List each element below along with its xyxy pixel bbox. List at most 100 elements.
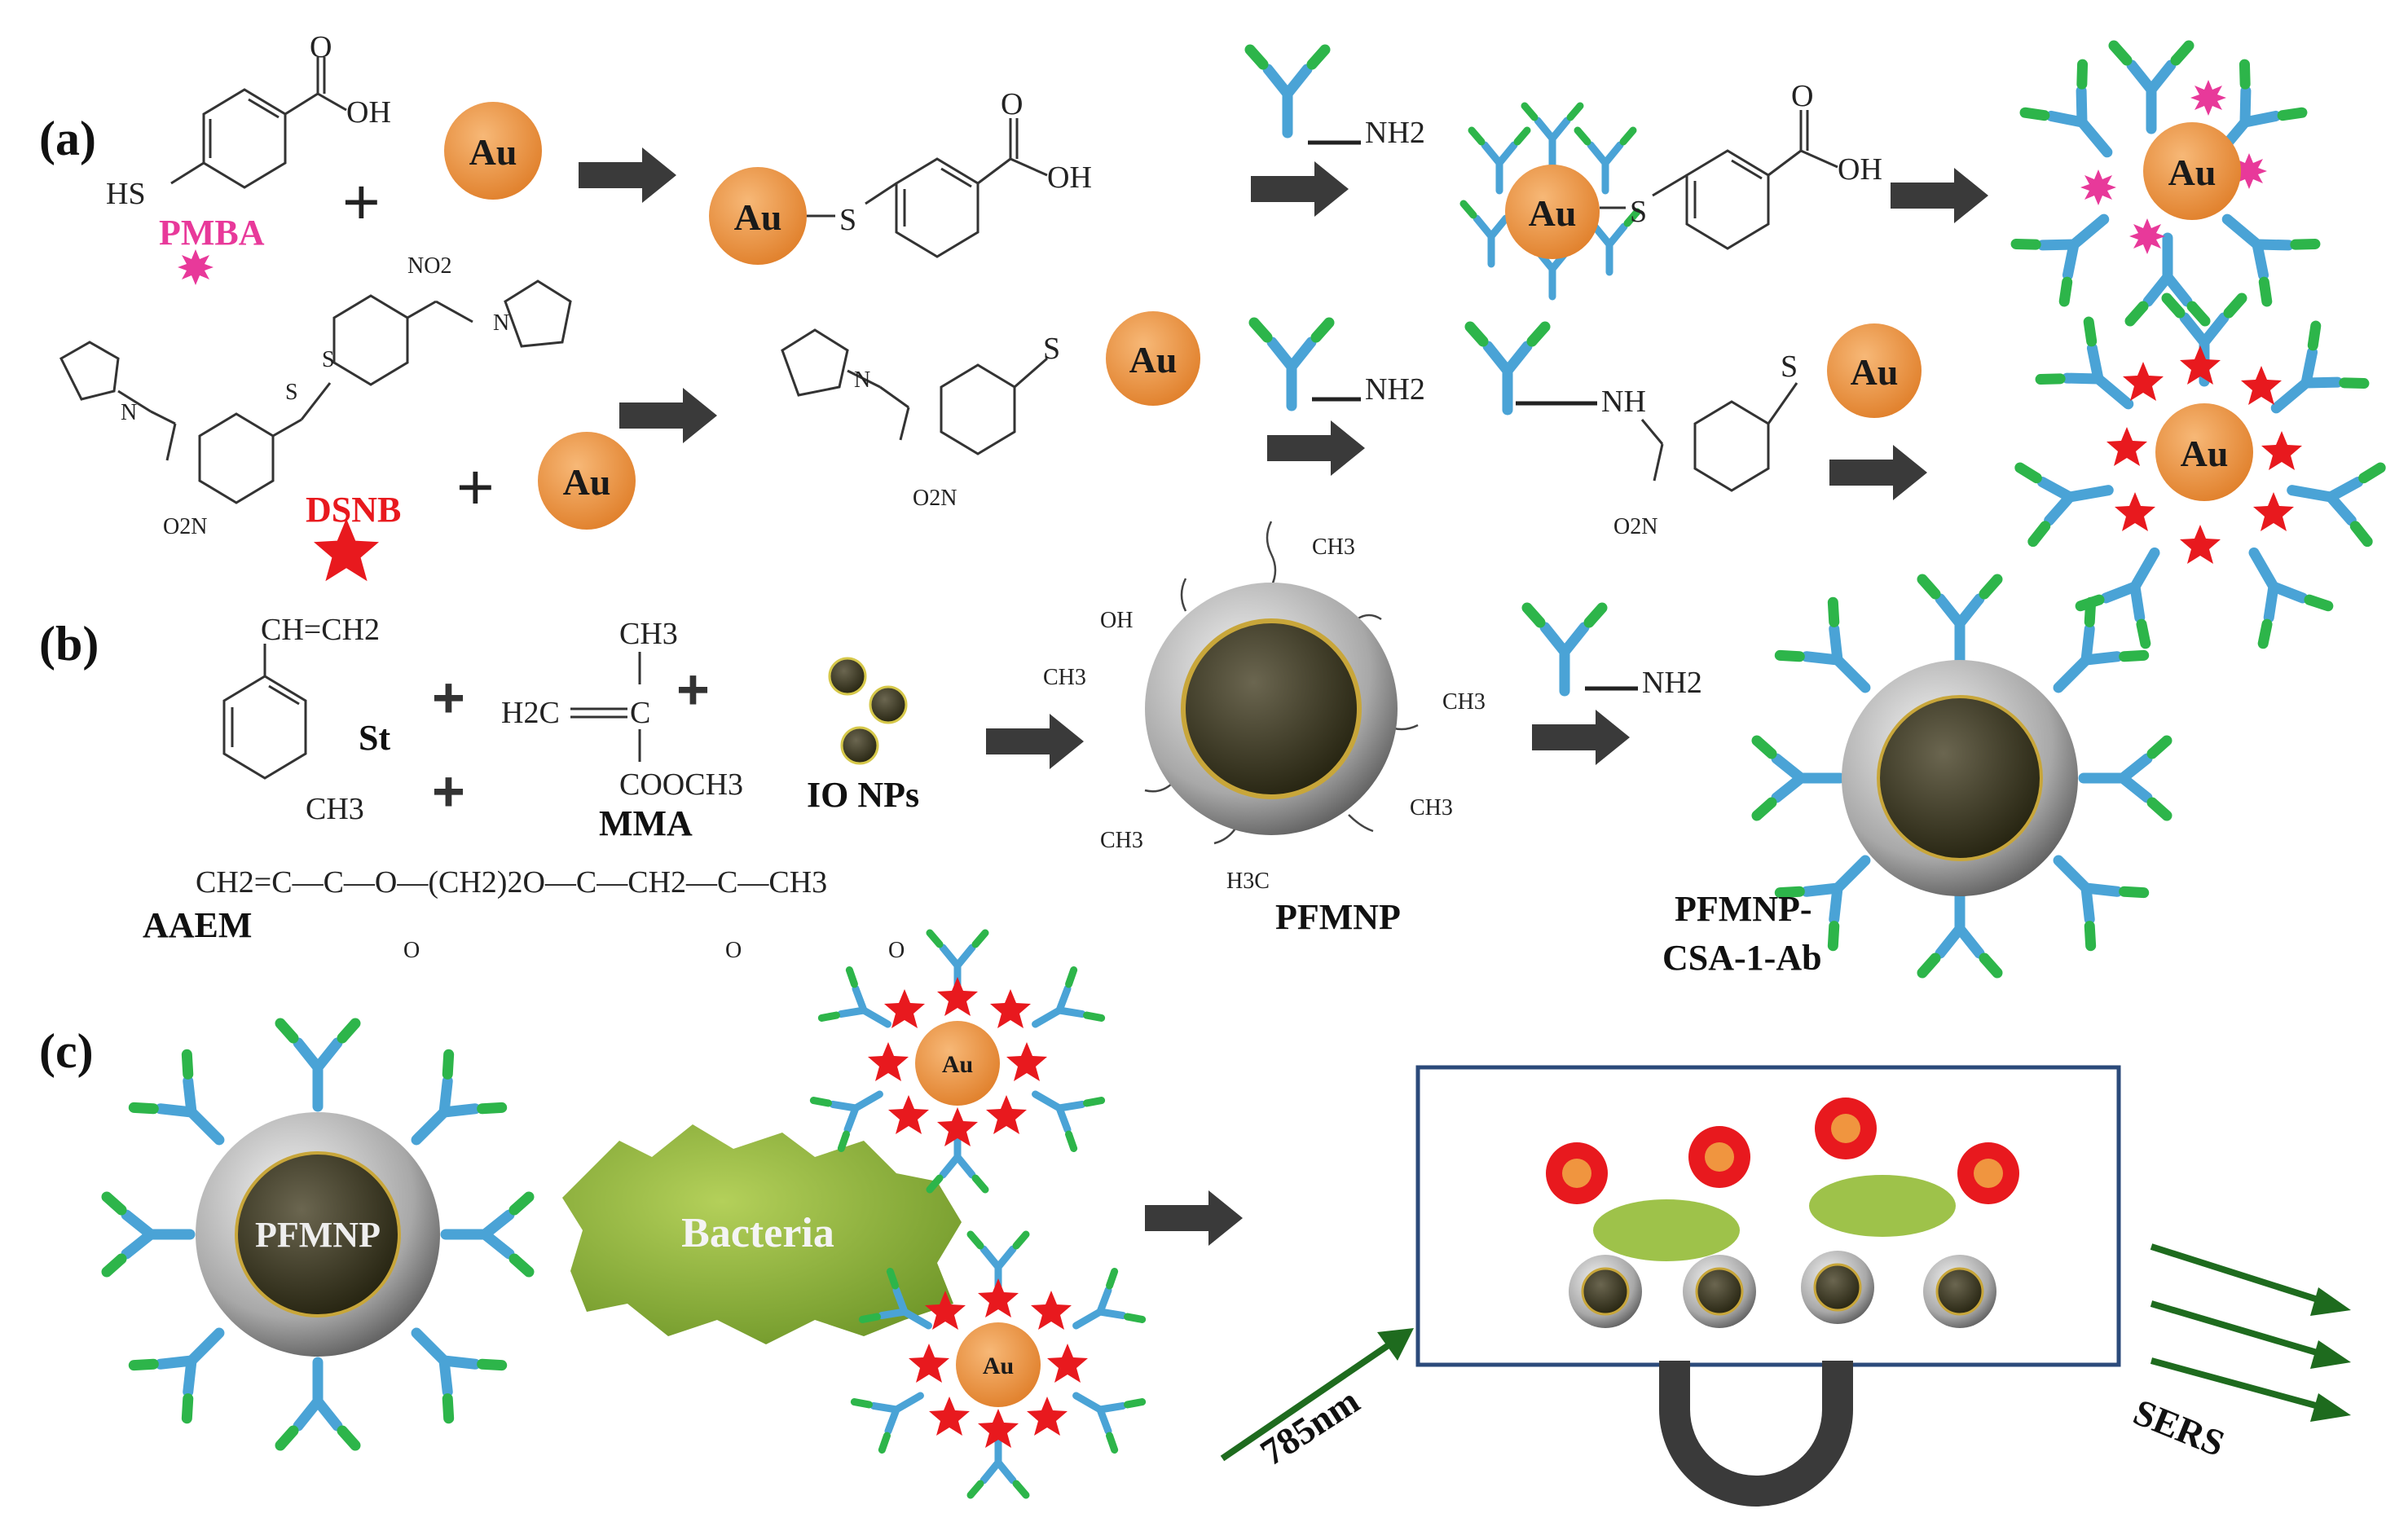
au-nanoparticle-a1: Au (444, 102, 542, 200)
pfmnp-ab-conjugate (1757, 579, 2167, 973)
au-label-a3: Au (1529, 192, 1577, 234)
aaem-o3: O (888, 938, 905, 963)
laser-beam (1220, 1328, 1414, 1462)
bacteria-cell: Bacteria (562, 1124, 962, 1344)
aaem-o1: O (403, 938, 420, 963)
panel-label-b: (b) (39, 617, 99, 671)
bacteria-label: Bacteria (681, 1210, 834, 1256)
pfmnp-ch3-left: CH3 (1043, 665, 1086, 690)
pmba-oh: OH (346, 95, 391, 130)
ab-au-pmba-conjugate: Au S O OH (1464, 79, 1882, 297)
au-pmba-o: O (1001, 87, 1023, 121)
aaem-chain: CH2=C—C—O—(CH2)2O—C—CH2—C—CH3 (196, 865, 827, 900)
au-dsnb-o2n: O2N (913, 486, 957, 511)
dsnb-s2: S (322, 347, 335, 372)
panel-label-a: (a) (39, 112, 96, 165)
pmba-o: O (310, 30, 332, 64)
arrow-a1-icon (579, 147, 676, 203)
antibody-nh2-a2: NH2 (1254, 323, 1425, 407)
io-nps-label: IO NPs (807, 775, 919, 815)
pmba-hs: HS (106, 177, 146, 211)
au-nanoparticle-a5: Au (538, 432, 636, 530)
styrene-molecule (222, 644, 307, 780)
aaem-ch3: CH3 (306, 792, 364, 826)
pmba-burst-icon (178, 249, 214, 285)
au-label-c1: Au (942, 1051, 973, 1078)
pfmnp-ch3-bottomleft: CH3 (1100, 828, 1143, 853)
pfmnp-h3c: H3C (1226, 869, 1270, 894)
arrow-a4-icon (619, 388, 717, 443)
mma-ch3: CH3 (619, 617, 678, 651)
arrow-b1-icon (986, 714, 1084, 769)
ab-pmba-o: O (1791, 79, 1813, 113)
styrene-vinyl: CH=CH2 (261, 613, 380, 647)
ab-dsnb-s: S (1781, 350, 1798, 384)
pfmnp-ch3-top: CH3 (1312, 534, 1355, 560)
captured-sandwiches (1546, 1098, 2019, 1328)
io-nanoparticles (828, 657, 908, 765)
dsnb-n-left: N (121, 400, 137, 425)
antibody-nh2-a1: NH2 (1250, 50, 1425, 150)
aaem-o2: O (725, 938, 742, 963)
dsnb-molecule (59, 279, 572, 504)
nh2-a1: NH2 (1365, 116, 1425, 150)
au-label-a7: Au (1851, 351, 1899, 393)
au-dsnb-s: S (1043, 332, 1060, 366)
arrow-a2-icon (1251, 161, 1349, 217)
pfmnp-oh: OH (1100, 608, 1133, 633)
styrene-label: St (359, 718, 390, 758)
arrow-a3-icon (1891, 168, 1988, 223)
dsnb-n-right: N (493, 310, 509, 336)
arrow-a5-icon (1267, 420, 1365, 476)
pfmnp-capture-probe: PFMNP (107, 1023, 529, 1445)
nh2-b: NH2 (1642, 666, 1702, 700)
dsnb-o2n-bottom: O2N (163, 514, 207, 539)
au-label-a2: Au (734, 196, 782, 238)
mma-cooch3: COOCH3 (619, 768, 743, 802)
ab-dsnb-au-conjugate: NH O2N S Au (1470, 323, 1922, 539)
au-label-a8: Au (2181, 433, 2229, 474)
dsnb-sers-tag: Au (2020, 298, 2380, 644)
dsnb-tag-top: Au (813, 933, 1101, 1190)
plus-sign-b2: + (432, 759, 465, 823)
ab-pmba-s: S (1630, 195, 1647, 229)
au-dsnb-conjugate: N O2N S Au (781, 311, 1200, 511)
sers-signal-arrows (2150, 1243, 2351, 1422)
magnet-icon (1659, 1361, 1853, 1507)
panel-label-c: (c) (39, 1024, 94, 1078)
pfmnp-ab-label-1: PFMNP- (1675, 889, 1812, 929)
mma-c: C (630, 696, 650, 730)
dsnb-no2-top: NO2 (407, 253, 451, 279)
au-label-a4: Au (2168, 152, 2217, 193)
mma-h2c: H2C (501, 696, 560, 730)
mma-molecule (570, 652, 641, 762)
pmba-label: PMBA (159, 213, 265, 253)
sers-label: SERS (2128, 1391, 2230, 1464)
nh-label: NH (1601, 385, 1646, 419)
nh2-a2: NH2 (1365, 372, 1425, 407)
au-label-a5: Au (563, 461, 611, 503)
plus-sign-b1: + (432, 666, 465, 729)
pfmnp-particle (1144, 521, 1419, 845)
au-pmba-oh: OH (1047, 161, 1092, 195)
pfmnp-ab-label-2: CSA-1-Ab (1662, 938, 1822, 978)
arrow-a6-icon (1829, 445, 1927, 500)
au-pmba-s: S (839, 203, 856, 237)
dsnb-label: DSNB (306, 490, 401, 530)
pmba-molecule (170, 57, 347, 189)
pfmnp-ch3-right: CH3 (1442, 689, 1486, 715)
au-label-a6: Au (1129, 339, 1178, 380)
detection-box (1415, 1065, 2121, 1367)
pmba-sers-tag: Au (2016, 46, 2315, 321)
aaem-label: AAEM (143, 905, 252, 945)
plus-sign-a1: + (342, 165, 381, 238)
pfmnp-label: PFMNP (1275, 897, 1401, 937)
au-pmba-conjugate: Au S O OH (709, 87, 1092, 265)
ab-dsnb-o2n: O2N (1613, 514, 1657, 539)
ab-pmba-oh: OH (1838, 152, 1882, 187)
dsnb-s1: S (285, 380, 298, 405)
mma-label: MMA (599, 803, 693, 843)
dsnb-tag-bottom: Au (854, 1234, 1142, 1495)
plus-sign-b3: + (676, 658, 710, 721)
